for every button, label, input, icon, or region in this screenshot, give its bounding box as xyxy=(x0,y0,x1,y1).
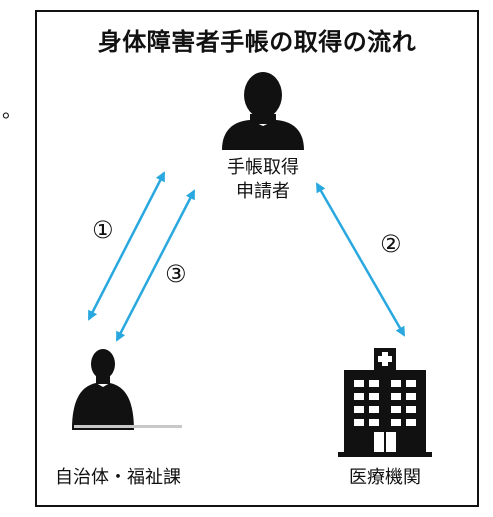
step-1-number: ① xyxy=(92,216,114,244)
applicant-label-line1: 手帳取得 xyxy=(227,157,299,178)
municipality-label: 自治体・福祉課 xyxy=(55,467,181,488)
diagram-frame xyxy=(35,10,479,507)
stray-mark: 。 xyxy=(2,98,22,122)
arrow-step-1 xyxy=(87,171,166,321)
hospital-building-icon xyxy=(338,348,432,457)
arrow-step-2 xyxy=(315,182,406,337)
step-2-number: ② xyxy=(380,230,402,258)
person-at-desk-silhouette-icon xyxy=(72,349,182,430)
applicant-label-line2: 申請者 xyxy=(236,181,290,202)
arrow-step-3 xyxy=(115,189,196,342)
step-3-number: ③ xyxy=(165,260,187,288)
medical-label: 医療機関 xyxy=(349,467,421,488)
applicant-label: 手帳取得 申請者 xyxy=(203,156,323,204)
diagram-title: 身体障害者手帳の取得の流れ xyxy=(97,28,417,56)
person-silhouette-icon xyxy=(222,72,304,150)
